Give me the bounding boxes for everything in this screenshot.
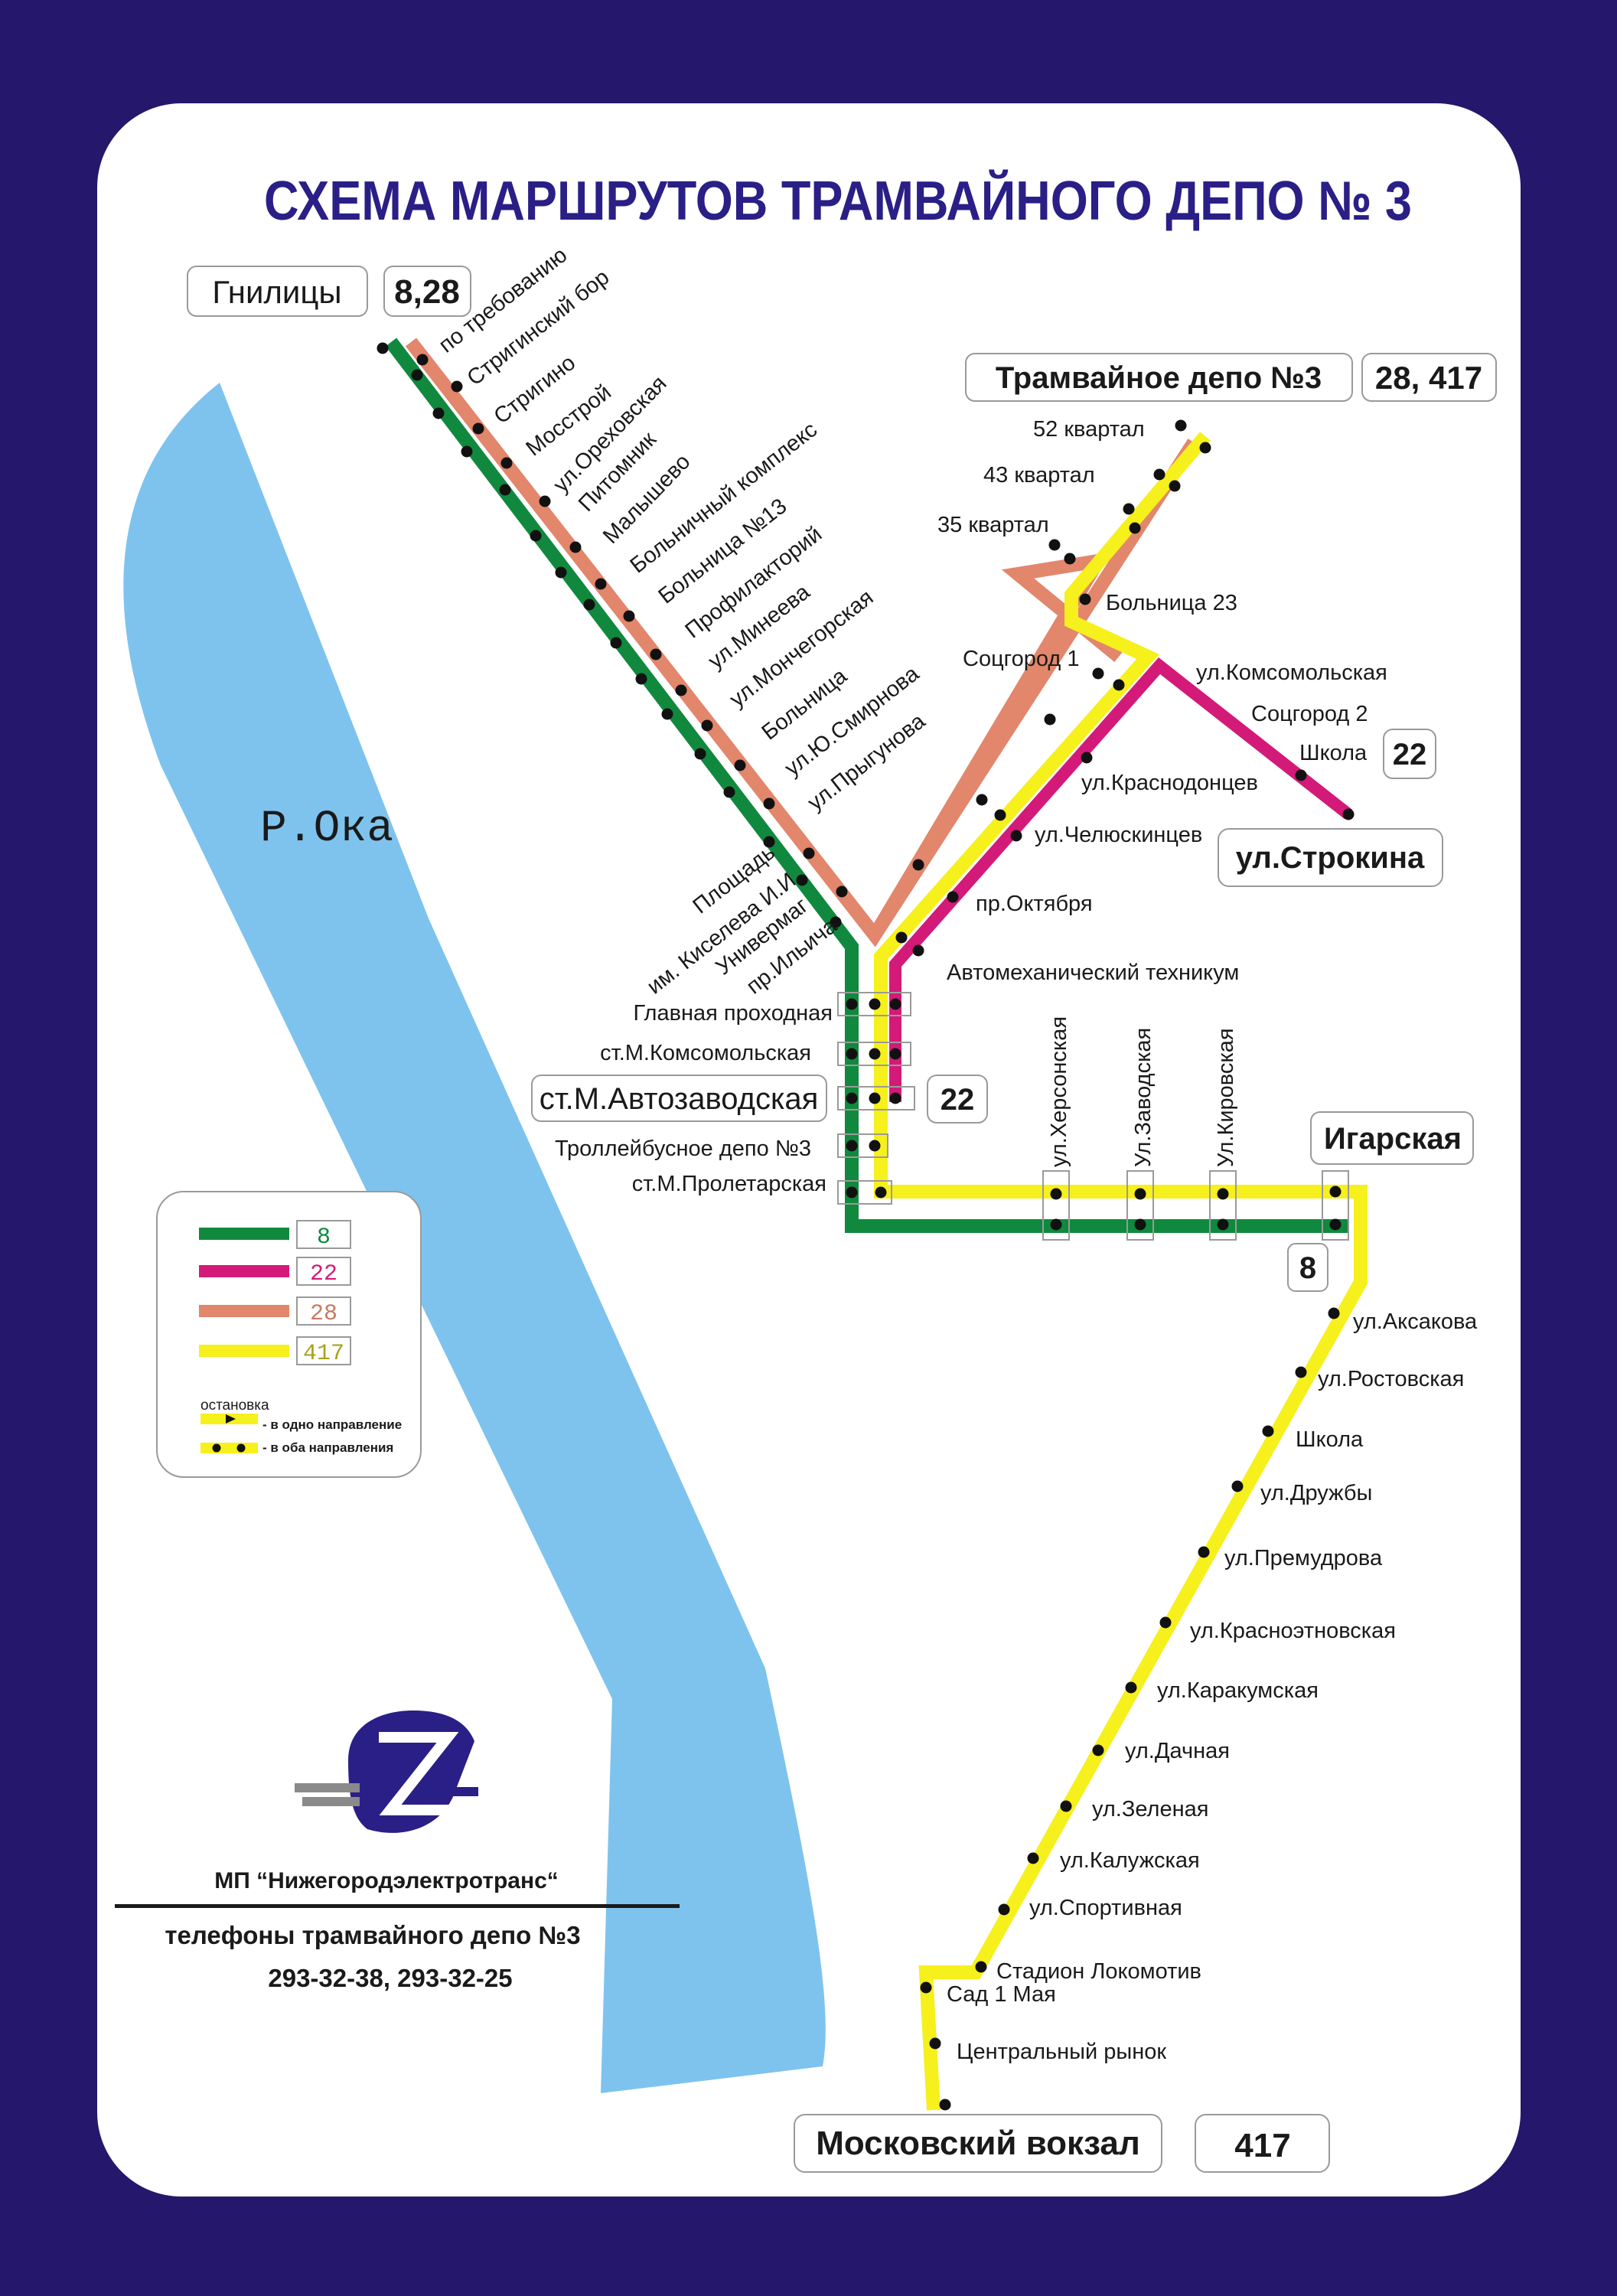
terminal-gnilitsy: Гнилицы 8,28 <box>187 266 471 317</box>
svg-text:ул.Дачная: ул.Дачная <box>1125 1739 1230 1763</box>
svg-text:28: 28 <box>310 1301 337 1327</box>
svg-text:- в одно направление: - в одно направление <box>262 1417 402 1432</box>
legend-one-way: - в одно направление <box>200 1414 402 1432</box>
svg-text:22: 22 <box>310 1261 337 1287</box>
svg-text:52 квартал: 52 квартал <box>1033 417 1145 442</box>
svg-text:Соцгород 2: Соцгород 2 <box>1251 702 1368 726</box>
svg-text:Стадион Локомотив: Стадион Локомотив <box>996 1959 1201 1984</box>
svg-text:Автомеханический техникум: Автомеханический техникум <box>947 960 1239 985</box>
trunk-stop-labels: Главная проходная ст.М.Комсомольская Тро… <box>555 1001 833 1196</box>
svg-text:Игарская: Игарская <box>1324 1122 1462 1156</box>
stop-markers <box>377 342 1355 2111</box>
depot-stop-labels: 52 квартал 43 квартал 35 квартал Больниц… <box>937 417 1258 985</box>
svg-text:417: 417 <box>1234 2127 1290 2164</box>
terminal-strokina: 22 ул.Строкина <box>1218 729 1443 887</box>
svg-text:Главная проходная: Главная проходная <box>633 1001 833 1026</box>
svg-text:Троллейбусное депо №3: Троллейбусное депо №3 <box>555 1137 811 1161</box>
svg-text:Школа: Школа <box>1296 1427 1364 1452</box>
footer-divider <box>115 1904 680 1908</box>
svg-text:- в оба направления: - в оба направления <box>262 1440 393 1455</box>
svg-text:8: 8 <box>1299 1251 1316 1285</box>
svg-text:ул.Калужская: ул.Калужская <box>1060 1848 1200 1873</box>
svg-text:417: 417 <box>303 1341 344 1367</box>
svg-text:Трамвайное депо №3: Трамвайное депо №3 <box>996 361 1322 395</box>
legend-route-28: 28 <box>199 1296 351 1327</box>
svg-text:Центральный рынок: Центральный рынок <box>957 2040 1166 2064</box>
svg-text:Сад 1 Мая: Сад 1 Мая <box>947 1982 1056 2007</box>
terminal-depot: Трамвайное депо №3 28, 417 <box>965 353 1497 402</box>
svg-text:ст.М.Пролетарская: ст.М.Пролетарская <box>632 1172 826 1196</box>
svg-text:22: 22 <box>941 1083 975 1117</box>
legend-stop-title: остановка <box>200 1397 269 1414</box>
svg-text:Гнилицы: Гнилицы <box>212 274 341 310</box>
page-title: СХЕМА МАРШРУТОВ ТРАМВАЙНОГО ДЕПО № 3 <box>264 169 1412 232</box>
south-stop-labels: ул.Аксакова ул.Ростовская Школа ул.Дружб… <box>947 1309 1478 2064</box>
svg-text:ул.Премудрова: ул.Премудрова <box>1224 1546 1383 1570</box>
svg-text:ул.Херсонская: ул.Херсонская <box>1047 1016 1071 1167</box>
strokina-stop-labels: ул.Комсомольская Соцгород 2 Школа <box>1196 660 1387 765</box>
svg-text:Соцгород 1: Соцгород 1 <box>963 647 1079 671</box>
white-panel <box>97 103 1521 2197</box>
svg-text:ул.Аксакова: ул.Аксакова <box>1353 1309 1478 1334</box>
cross-street-labels: ул.Херсонская Ул.Заводская Ул.Кировская <box>1047 1016 1238 1167</box>
route-22-line <box>889 657 1352 1102</box>
org-name: МП “Нижегородэлектротранс“ <box>214 1868 559 1893</box>
phones: 293-32-38, 293-32-25 <box>268 1964 512 1992</box>
river-label: Р.Ока <box>260 804 393 854</box>
svg-text:ул.Краснодонцев: ул.Краснодонцев <box>1081 771 1258 795</box>
svg-text:ул.Красноэтновская: ул.Красноэтновская <box>1190 1619 1396 1643</box>
svg-text:8,28: 8,28 <box>394 273 460 311</box>
svg-text:ул.Челюскинцев: ул.Челюскинцев <box>1035 823 1202 847</box>
svg-text:ул.Спортивная: ул.Спортивная <box>1029 1896 1182 1920</box>
legend: 8 22 28 417 остановка - в одно направлен… <box>156 1191 422 1478</box>
svg-text:ул.Строкина: ул.Строкина <box>1236 841 1425 875</box>
svg-text:Московский вокзал: Московский вокзал <box>816 2125 1140 2162</box>
svg-text:Школа: Школа <box>1299 741 1368 765</box>
terminal-igarskaya: Игарская 8 <box>1287 1111 1474 1292</box>
svg-text:ст.М.Комсомольская: ст.М.Комсомольская <box>600 1041 811 1065</box>
svg-text:ул.Ростовская: ул.Ростовская <box>1318 1367 1464 1391</box>
terminal-vokzal: Московский вокзал 417 <box>794 2114 1330 2173</box>
legend-route-8: 8 <box>199 1220 351 1251</box>
svg-text:35 квартал: 35 квартал <box>937 513 1049 537</box>
legend-route-417: 417 <box>199 1336 351 1367</box>
stop-boxes <box>837 992 1349 1241</box>
legend-two-way: - в оба направления <box>200 1440 393 1455</box>
svg-text:ул.Дружбы: ул.Дружбы <box>1260 1481 1372 1505</box>
svg-text:пр.Октября: пр.Октября <box>976 892 1093 916</box>
svg-text:8: 8 <box>317 1225 331 1251</box>
svg-text:Ул.Заводская: Ул.Заводская <box>1131 1028 1156 1167</box>
svg-text:ул.Зеленая: ул.Зеленая <box>1092 1797 1208 1821</box>
svg-text:43 квартал: 43 квартал <box>983 463 1095 488</box>
legend-route-22: 22 <box>199 1257 351 1287</box>
svg-text:ул.Каракумская: ул.Каракумская <box>1157 1678 1319 1703</box>
svg-text:Ул.Кировская: Ул.Кировская <box>1214 1028 1238 1167</box>
terminal-avtozavodskaya: ст.М.Автозаводская 22 <box>531 1075 988 1124</box>
nizhegorodelektrotrans-logo <box>295 1711 478 1833</box>
svg-text:28, 417: 28, 417 <box>1375 360 1482 396</box>
river-oka <box>123 383 826 2093</box>
svg-text:ул.Комсомольская: ул.Комсомольская <box>1196 660 1387 685</box>
svg-text:Больница 23: Больница 23 <box>1106 591 1237 615</box>
svg-text:ст.М.Автозаводская: ст.М.Автозаводская <box>540 1082 819 1116</box>
phones-label: телефоны трамвайного депо №3 <box>165 1921 580 1949</box>
svg-text:22: 22 <box>1393 738 1427 771</box>
